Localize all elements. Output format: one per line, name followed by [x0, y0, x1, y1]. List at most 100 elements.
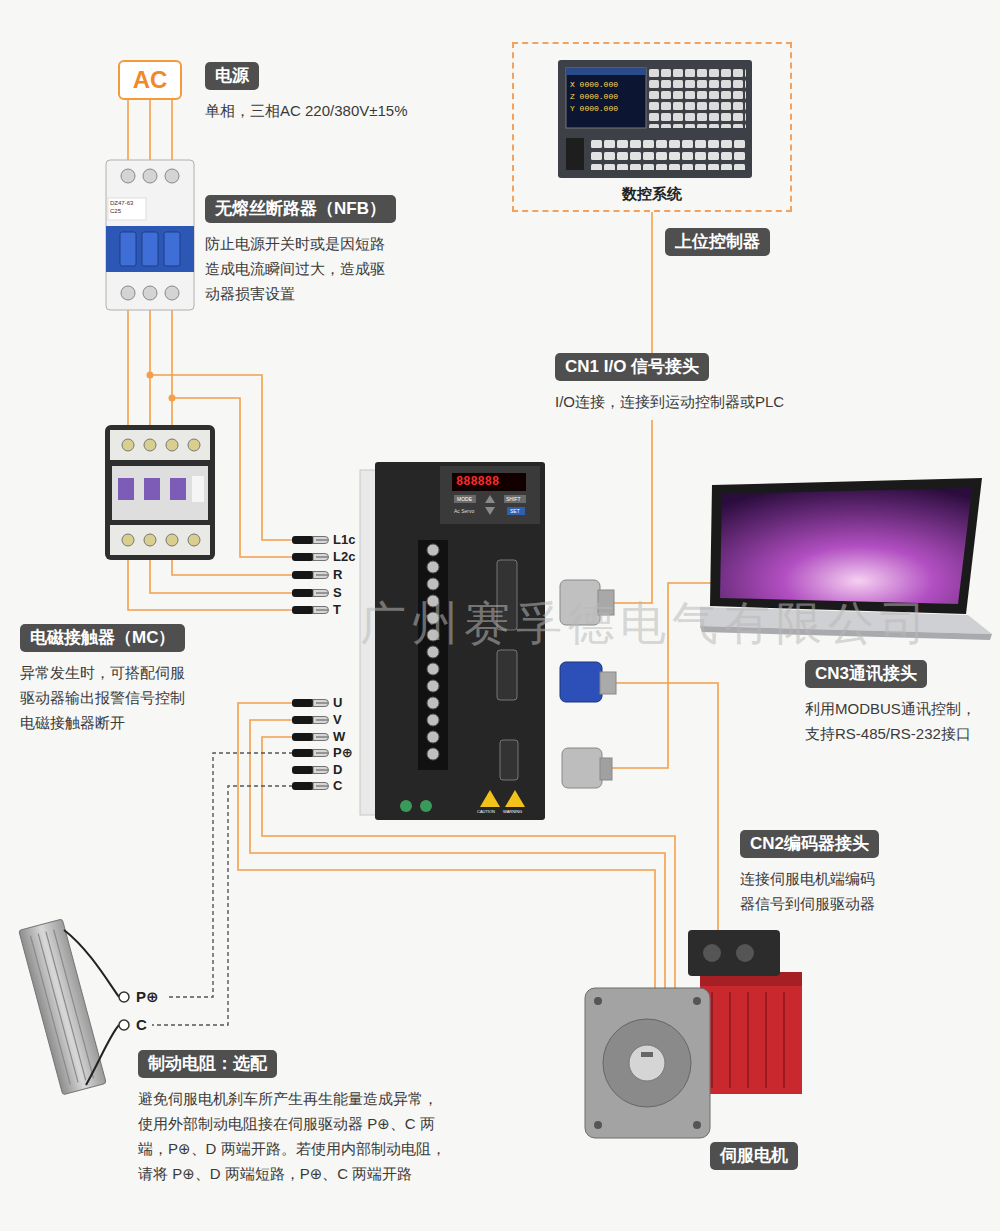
- terminal-lug: [292, 766, 329, 774]
- servo-driver: [505, 790, 525, 807]
- servo-driver: [507, 507, 525, 515]
- servo-driver: [418, 540, 448, 770]
- warning-mark: WARNING: [503, 810, 522, 815]
- brake-resistor: [19, 919, 106, 1095]
- servo-driver: [427, 714, 439, 726]
- circuit-breaker: [106, 160, 194, 310]
- description: 避免伺服电机刹车所产生再生能量造成异常， 使用外部制动电阻接在伺服驱动器 P⊕、…: [138, 1086, 458, 1186]
- brand-mark: Ac Servo: [454, 508, 474, 514]
- heading: 无熔丝断路器（NFB）: [205, 195, 396, 223]
- brake-resistor: [64, 930, 119, 1085]
- description: I/O连接，连接到运动控制器或PLC: [555, 389, 835, 414]
- servo-driver: [427, 748, 439, 760]
- signal-connector: [560, 662, 602, 702]
- power-wire: [128, 293, 172, 445]
- model-mark: C25: [110, 208, 121, 215]
- controller-frame: 数控系统: [512, 42, 792, 212]
- terminal-name: C: [136, 1016, 147, 1034]
- terminal-lug: [292, 571, 329, 579]
- callout-tag: 电源单相，三相AC 220/380V±15%: [205, 62, 485, 123]
- terminal-lug: [292, 536, 329, 790]
- cnc-controller: [566, 138, 584, 170]
- terminal-name: R: [333, 567, 342, 583]
- callout-tag: CN1 I/O 信号接头I/O连接，连接到运动控制器或PLC: [555, 353, 835, 414]
- screen-readout: Z 0000.000: [570, 92, 618, 102]
- terminal-name: W: [333, 729, 345, 745]
- junction-dot: [147, 372, 154, 379]
- circuit-breaker: [108, 198, 146, 220]
- description: 连接伺服电机端编码 器信号到伺服驱动器: [740, 866, 900, 916]
- circuit-breaker: [121, 286, 135, 300]
- model-mark: DZ47-63: [110, 200, 133, 207]
- signal-connector: [600, 758, 612, 780]
- contactor: [122, 534, 134, 546]
- signal-connector: [562, 748, 602, 788]
- brake-wire: [152, 786, 293, 1025]
- callout-tag: CN3通讯接头利用MODBUS通讯控制， 支持RS-485/RS-232接口: [805, 660, 990, 746]
- description: 防止电源开关时或是因短路 造成电流瞬间过大，造成驱 动器损害设置: [205, 231, 410, 306]
- brake-wire: [168, 753, 293, 997]
- heading: AC: [133, 65, 168, 95]
- heading: 伺服电机: [710, 1142, 798, 1170]
- contactor: [122, 439, 134, 451]
- servo-driver: [452, 473, 526, 491]
- callout-tag: CN2编码器接头连接伺服电机端编码 器信号到伺服驱动器: [740, 830, 900, 916]
- display-digits: 888888: [456, 475, 499, 489]
- servo-driver: [400, 800, 412, 812]
- terminal-name: V: [333, 712, 342, 728]
- contactor: [166, 439, 178, 451]
- laptop: [720, 488, 972, 604]
- terminal-name: L2c: [333, 549, 355, 565]
- servo-driver: [427, 697, 439, 709]
- cnc-controller: [558, 60, 752, 178]
- cnc-controller: [590, 138, 746, 170]
- screen-readout: Y 0000.000: [570, 104, 618, 114]
- terminal-lug: [292, 716, 329, 724]
- servo-driver: [497, 650, 517, 700]
- terminal-lug: [292, 699, 329, 707]
- circuit-breaker: [106, 160, 194, 310]
- contactor: [170, 478, 186, 500]
- heading: CN3通讯接头: [805, 660, 927, 688]
- button-label: MODE: [457, 496, 472, 502]
- power-wire: [614, 420, 652, 603]
- circuit-breaker: [121, 169, 135, 183]
- servo-driver: [427, 544, 439, 556]
- callout-tag: 无熔丝断路器（NFB） 防止电源开关时或是因短路 造成电流瞬间过大，造成驱 动器损…: [205, 195, 410, 306]
- heading: 数控系统: [622, 184, 682, 204]
- servo-motor: [629, 1045, 665, 1081]
- warning-mark: CAUTION: [477, 810, 495, 815]
- terminal-lug: [292, 606, 329, 614]
- circuit-breaker: [165, 286, 179, 300]
- servo-driver: [454, 495, 476, 503]
- terminal-lug: [292, 749, 329, 757]
- terminal-lug: [292, 589, 329, 597]
- button-label: SHIFT: [506, 496, 520, 502]
- heading: 制动电阻：选配: [138, 1050, 277, 1078]
- callout-tag: 制动电阻：选配避免伺服电机刹车所产生再生能量造成异常， 使用外部制动电阻接在伺服…: [138, 1050, 458, 1186]
- servo-motor: [693, 1121, 701, 1129]
- terminal-lug: [292, 733, 329, 741]
- cnc-controller: [648, 68, 746, 128]
- laptop: [710, 478, 982, 614]
- cnc-controller: [566, 68, 646, 128]
- circuit-breaker: [143, 286, 157, 300]
- brake-resistor: [119, 992, 129, 1002]
- servo-driver: [440, 466, 540, 524]
- terminal-name: L1c: [333, 532, 355, 548]
- brake-resistor: [19, 919, 129, 1095]
- description: 利用MODBUS通讯控制， 支持RS-485/RS-232接口: [805, 696, 990, 746]
- servo-driver: [504, 495, 526, 503]
- heading: CN2编码器接头: [740, 830, 879, 858]
- cnc-controller: [566, 68, 646, 75]
- circuit-breaker: [142, 232, 158, 266]
- servo-driver: [427, 731, 439, 743]
- servo-motor: [736, 944, 754, 962]
- terminal-name: T: [333, 602, 341, 618]
- terminal-name: D: [333, 762, 342, 778]
- power-wire: [128, 100, 718, 990]
- servo-driver: [500, 740, 518, 780]
- contactor: [110, 525, 210, 555]
- terminal-name: U: [333, 695, 342, 711]
